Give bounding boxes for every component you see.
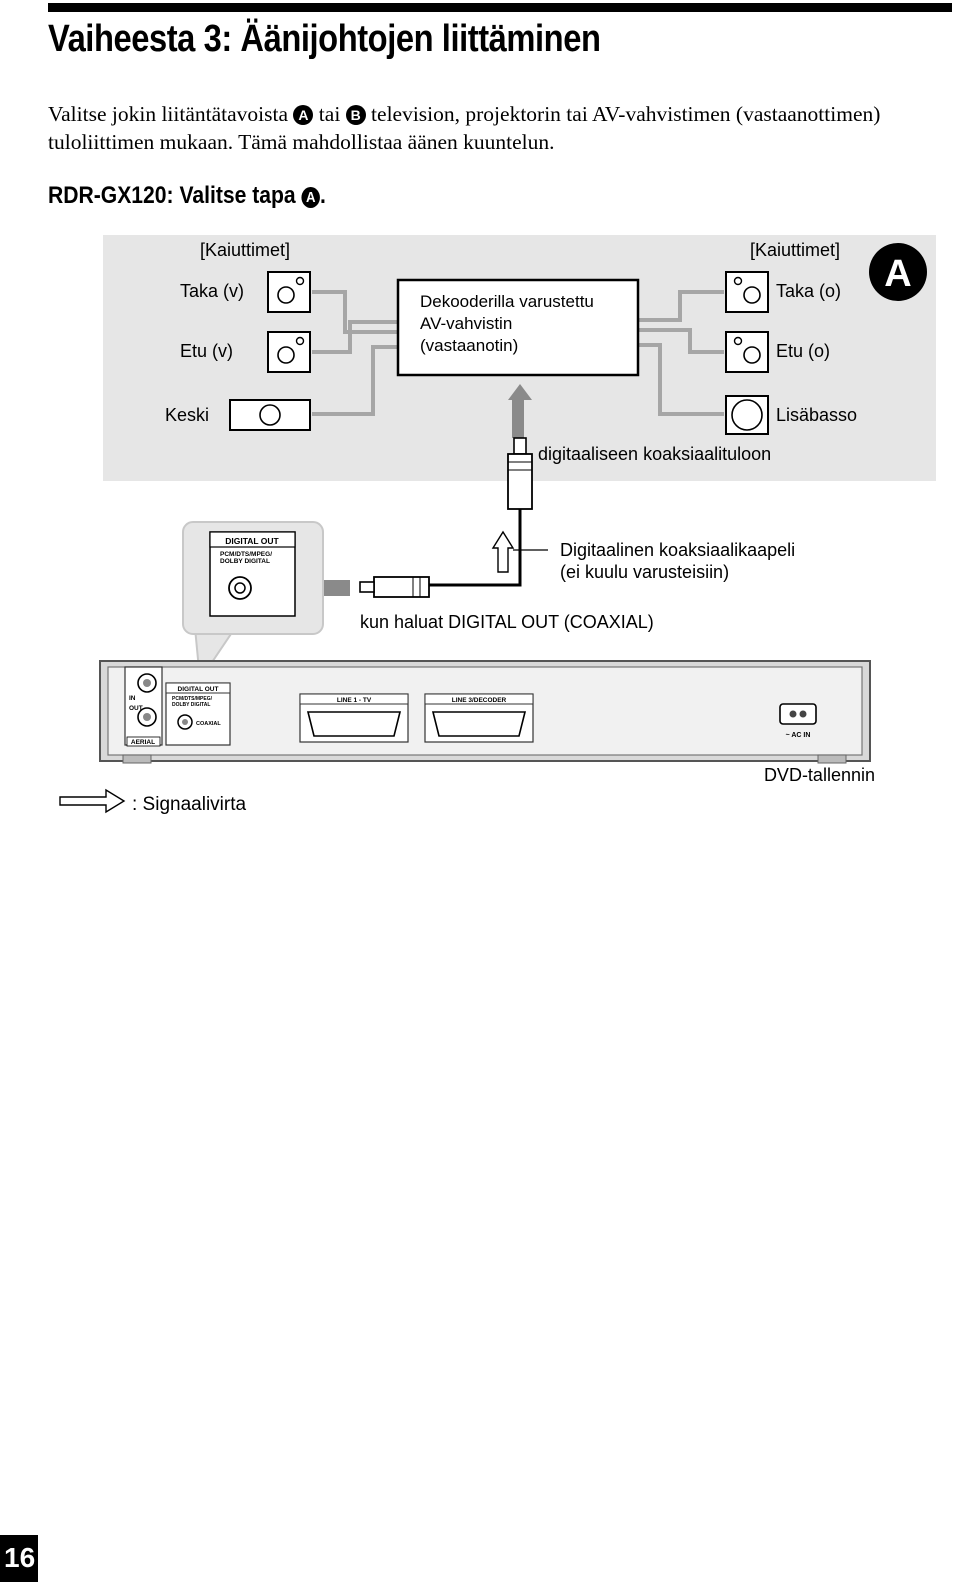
rear-right-label: Taka (o): [776, 281, 841, 301]
front-right-label: Etu (o): [776, 341, 830, 361]
recorder-digital-sub-2: DOLBY DIGITAL: [172, 702, 210, 708]
speaker-rear-left: [267, 271, 311, 313]
recorder-digital-out-label: DIGITAL OUT: [178, 686, 219, 693]
speakers-left-label: [Kaiuttimet]: [200, 240, 290, 260]
line3-label: LINE 3/DECODER: [452, 697, 507, 704]
speakers-right-label: [Kaiuttimet]: [750, 240, 840, 260]
signal-flow-legend-icon: [59, 788, 126, 814]
subheading-text: RDR-GX120: Valitse tapa: [48, 182, 296, 209]
speaker-front-right: [725, 331, 769, 373]
coaxial-cable: [428, 509, 522, 587]
amplifier-line-3: (vastaanotin): [420, 336, 518, 355]
subwoofer-label: Lisäbasso: [776, 405, 857, 425]
line3-scart-connector: [431, 711, 527, 737]
speaker-subwoofer: [725, 395, 769, 435]
signal-arrow-up-icon: [508, 384, 532, 438]
page-number: 16: [0, 1535, 38, 1582]
wire-subwoofer: [639, 343, 724, 416]
intro-text-2: tai: [318, 102, 341, 126]
line1-label: LINE 1 - TV: [337, 697, 372, 704]
page-title: Vaiheesta 3: Äänijohtojen liittäminen: [48, 18, 601, 60]
coaxial-plug-bottom: [359, 576, 430, 598]
aerial-in-label: IN: [129, 695, 136, 702]
wire-front-right: [639, 328, 724, 354]
coaxial-plug-top: [507, 437, 533, 510]
intro-text-3: television, projektorin tai AV-vahvistim…: [48, 102, 881, 154]
speaker-center: [229, 399, 311, 431]
aerial-out-label: OUT: [129, 705, 143, 712]
subheading-suffix: .: [320, 182, 326, 209]
dvd-recorder-rear-panel: IN OUT AERIAL DIGITAL OUT PCM/DTS/MPEG/ …: [99, 660, 871, 764]
speaker-front-left: [267, 331, 311, 373]
when-label: kun haluat DIGITAL OUT (COAXIAL): [360, 612, 654, 632]
section-subheading: RDR-GX120: Valitse tapa A.: [48, 182, 326, 210]
cable-label-line-2: (ei kuulu varusteisiin): [560, 562, 729, 582]
rear-left-label: Taka (v): [180, 281, 244, 301]
subheading-badge-icon: A: [301, 187, 321, 208]
center-label: Keski: [165, 405, 209, 425]
cable-label-line-1: Digitaalinen koaksiaalikaapeli: [560, 540, 795, 560]
wire-rear-right: [639, 290, 724, 322]
wire-front-left: [312, 320, 397, 354]
recorder-digital-sub-1: PCM/DTS/MPEG/: [172, 696, 213, 702]
amplifier-box: [396, 278, 640, 377]
zoom-title: DIGITAL OUT: [225, 536, 279, 546]
ac-in-socket: [779, 703, 817, 725]
ac-in-label: ~ AC IN: [786, 732, 811, 739]
intro-paragraph: Valitse jokin liitäntätavoista A tai B t…: [48, 100, 928, 156]
digital-out-zoom-panel: DIGITAL OUT PCM/DTS/MPEG/ DOLBY DIGITAL: [182, 521, 324, 683]
badge-b-icon: B: [345, 105, 366, 125]
legend-label: : Signaalivirta: [132, 794, 246, 815]
line1-scart-connector: [306, 711, 402, 737]
amplifier-line-1: Dekooderilla varustettu: [420, 292, 594, 311]
speaker-wires: [312, 290, 724, 416]
speaker-rear-right: [725, 271, 769, 313]
intro-text-1: Valitse jokin liitäntätavoista: [48, 102, 289, 126]
amplifier-line-2: AV-vahvistin: [420, 314, 512, 333]
wire-center: [312, 345, 397, 416]
zoom-line-1: PCM/DTS/MPEG/: [220, 551, 272, 558]
badge-a-icon: A: [293, 105, 314, 125]
digital-input-label: digitaaliseen koaksiaalituloon: [538, 444, 771, 464]
aerial-label: AERIAL: [131, 739, 155, 746]
zoom-line-2: DOLBY DIGITAL: [220, 558, 270, 565]
wire-rear-left: [312, 290, 397, 334]
method-a-letter: A: [884, 253, 911, 295]
top-rule: [48, 3, 952, 12]
method-a-badge-icon: A: [869, 243, 927, 301]
recorder-label: DVD-tallennin: [764, 765, 875, 785]
signal-flow-arrow-icon: [491, 530, 515, 573]
recorder-coaxial-label: COAXIAL: [196, 721, 221, 727]
front-left-label: Etu (v): [180, 341, 233, 361]
